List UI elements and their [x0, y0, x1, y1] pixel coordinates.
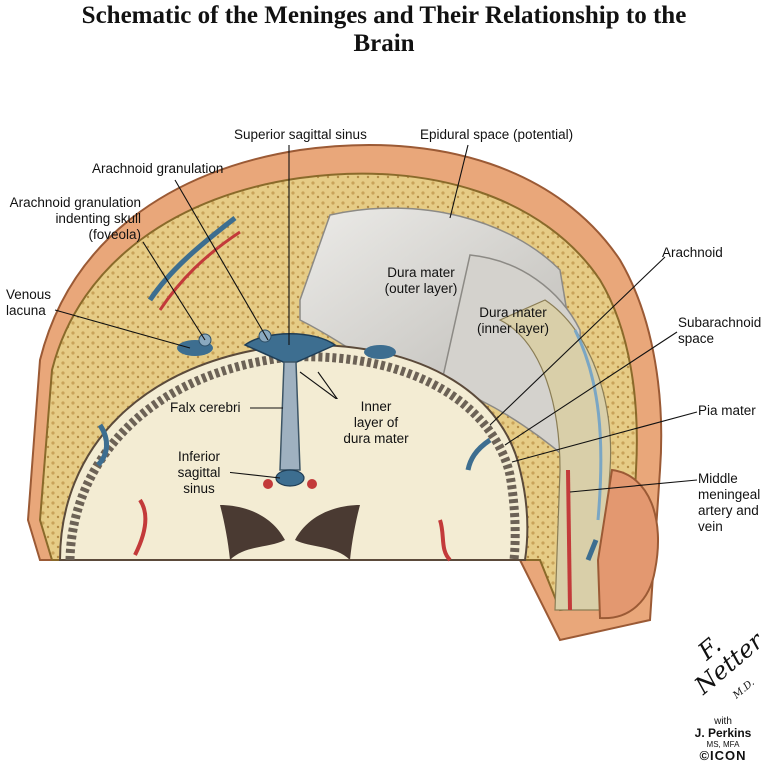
label-subarachnoid-space: Subarachnoid space	[678, 315, 762, 346]
falx-cerebri	[279, 361, 301, 471]
inferior-sagittal-sinus-shape	[275, 469, 305, 487]
credit-degrees: MS, MFA	[706, 740, 740, 749]
label-arachnoid: Arachnoid	[662, 245, 723, 260]
label-middle-meningeal: Middle meningeal artery and vein	[698, 471, 761, 534]
label-venous-lacuna: Venous lacuna	[6, 287, 52, 318]
label-dura-inner: Dura mater (inner layer)	[476, 305, 550, 336]
label-inner-layer-dura: Inner layer of dura mater	[334, 399, 418, 447]
label-inferior-sagittal-sinus: Inferior sagittal sinus	[168, 449, 230, 497]
leader-lines	[54, 144, 698, 493]
label-superior-sagittal-sinus: Superior sagittal sinus	[234, 127, 367, 142]
title-line-2: Brain	[353, 30, 415, 57]
icon-logo: ©ICON	[699, 748, 747, 763]
lateral-meninges	[498, 299, 612, 611]
credit-name: J. Perkins	[694, 726, 752, 740]
netter-signature: F. Netter M.D.	[689, 626, 768, 702]
artist-credit: F. Netter M.D. with J. Perkins MS, MFA ©…	[684, 627, 768, 763]
label-pia-mater: Pia mater	[698, 403, 756, 418]
label-arachnoid-granulation-indenting: Arachnoid granulation indenting skull (f…	[9, 195, 141, 242]
label-epidural-space: Epidural space (potential)	[420, 127, 574, 142]
title-line-1: Schematic of the Meninges and Their Rela…	[81, 2, 687, 29]
lateral-ventricles	[220, 505, 360, 560]
page-title: Schematic of the Meninges and Their Rela…	[0, 2, 768, 58]
label-falx-cerebri: Falx cerebri	[168, 400, 243, 416]
meninges-illustration	[26, 144, 698, 642]
label-dura-outer: Dura mater (outer layer)	[384, 265, 458, 296]
credit-with: with	[714, 716, 732, 727]
label-arachnoid-granulation: Arachnoid granulation	[92, 161, 224, 176]
